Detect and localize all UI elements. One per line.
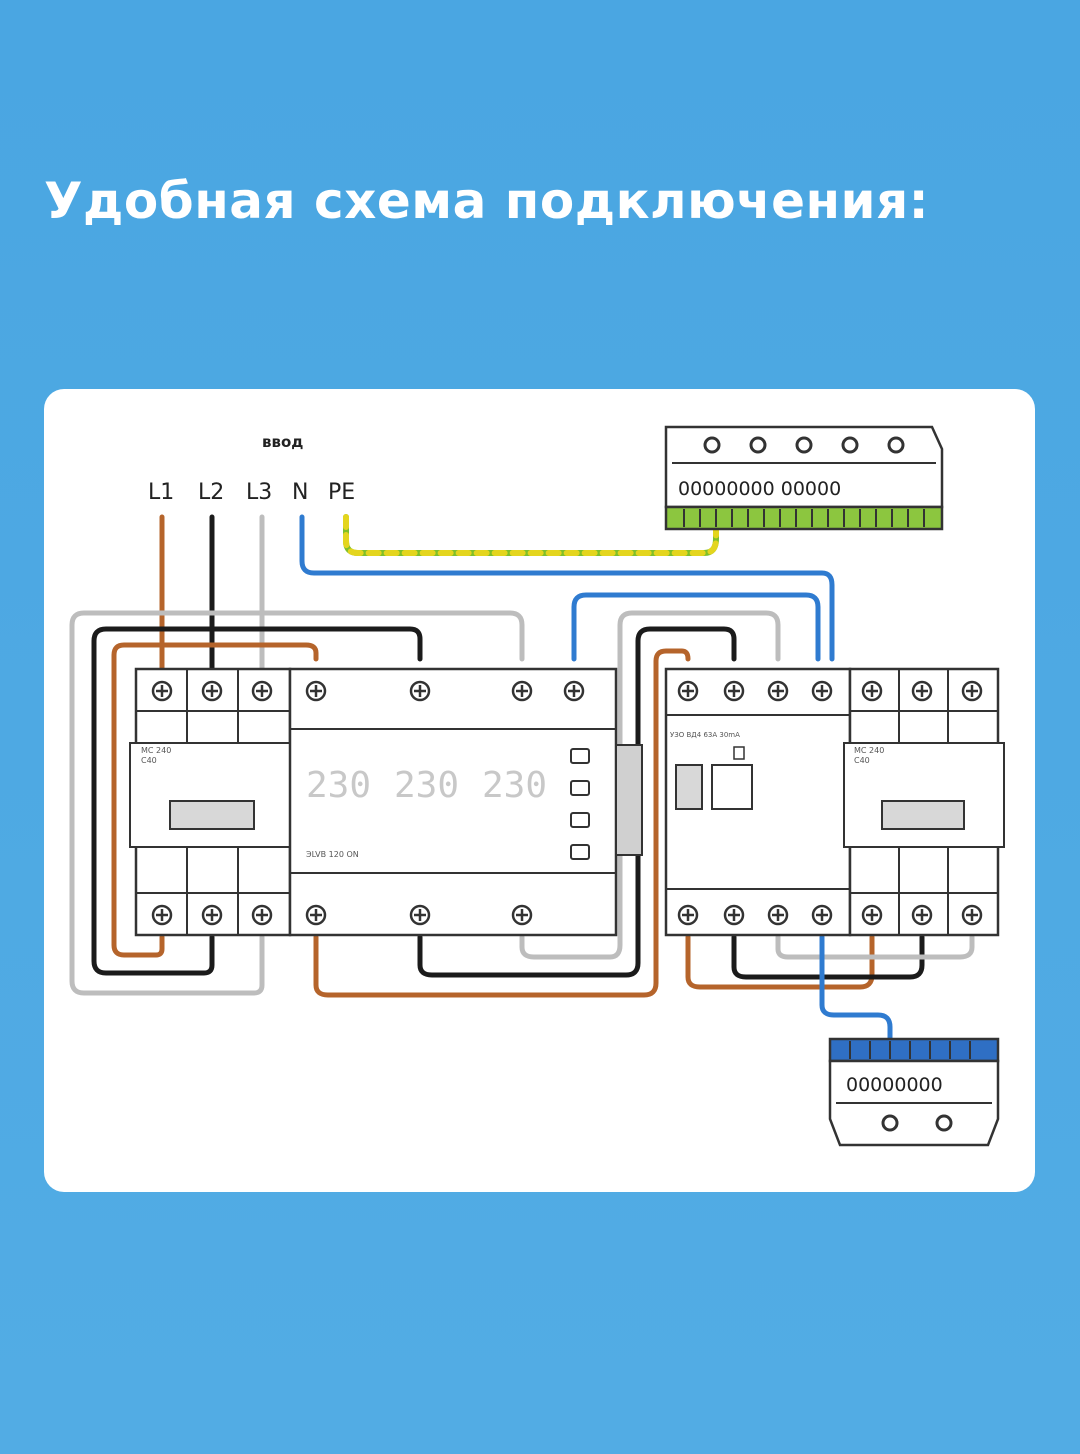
phase-label-l3: L3 xyxy=(246,480,272,505)
rcd-model: УЗО ВД4 63A 30mA xyxy=(670,731,740,739)
wire-l1-rcd-out xyxy=(685,934,875,990)
wire-l2-rcd-out xyxy=(731,934,925,980)
wire-l3-loop xyxy=(69,610,525,996)
relay-reading-3: 230 xyxy=(482,765,547,806)
wire-l1-loop xyxy=(111,642,319,958)
wire-pe-stripe xyxy=(343,514,719,556)
wire-pe xyxy=(343,514,719,556)
wire-n-rcd-out xyxy=(819,934,893,1042)
wire-n-relay xyxy=(571,592,821,662)
right-circuit-breaker: МС 240 C40 xyxy=(843,667,1005,937)
relay-reading-2: 230 xyxy=(394,765,459,806)
wire-l3-rcd-out xyxy=(775,934,975,960)
wire-n-input xyxy=(299,514,835,662)
phase-label-l2: L2 xyxy=(198,480,224,505)
wire-l1-relay-out xyxy=(313,648,691,998)
relay-reading-1: 230 xyxy=(306,765,371,806)
rcd: УЗО ВД4 63A 30mA xyxy=(664,667,852,937)
left-breaker-model: МС 240 xyxy=(141,746,171,755)
svg-text:00000000: 00000000 xyxy=(846,1074,943,1096)
voltage-relay: 230 230 230 ЭLVB 120 ON xyxy=(288,667,643,937)
left-circuit-breaker: МС 240 C40 xyxy=(129,667,297,937)
wiring-diagram: ввод L1 L2 L3 N PE xyxy=(69,425,1005,1147)
wire-l2-loop xyxy=(91,626,423,976)
phase-label-l1: L1 xyxy=(148,480,174,505)
right-breaker-rating: C40 xyxy=(854,756,870,765)
relay-model: ЭLVB 120 ON xyxy=(306,850,359,859)
phase-label-n: N xyxy=(292,480,308,505)
input-label: ввод xyxy=(262,433,303,451)
page-title: Удобная схема подключения: xyxy=(44,172,930,230)
svg-text:00000000 00000: 00000000 00000 xyxy=(678,478,841,500)
left-breaker-rating: C40 xyxy=(141,756,157,765)
phase-label-pe: PE xyxy=(328,480,355,505)
pe-bus-bar: 00000000 00000 xyxy=(664,425,944,531)
neutral-bus-bar: 00000000 xyxy=(828,1037,1000,1147)
right-breaker-model: МС 240 xyxy=(854,746,884,755)
wiring-diagram-card: ввод L1 L2 L3 N PE xyxy=(44,389,1035,1192)
